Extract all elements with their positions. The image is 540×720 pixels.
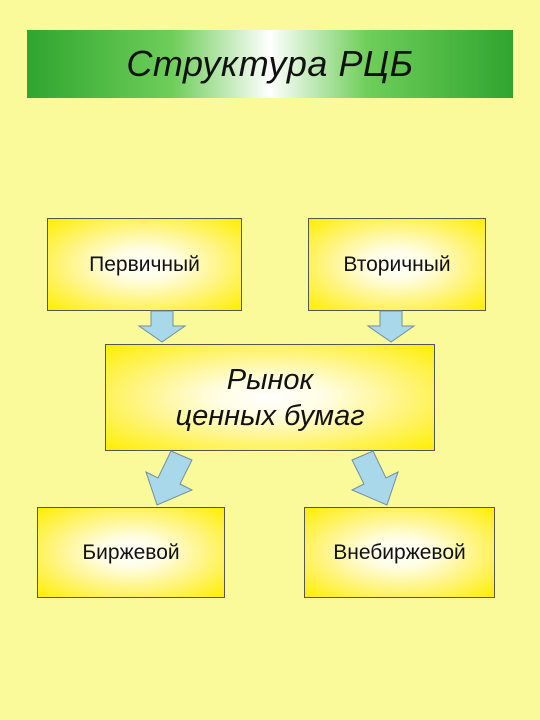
secondary-market-label: Вторичный (343, 252, 451, 276)
otc-market-box: Внебиржевой (304, 507, 495, 598)
arrow-secondary-to-market (366, 310, 416, 343)
securities-market-box: Рынок ценных бумаг (105, 344, 435, 451)
title-banner: Структура РЦБ (27, 30, 513, 98)
exchange-market-label: Биржевой (82, 540, 180, 564)
arrow-market-to-exchange (145, 450, 194, 506)
arrow-market-to-otc (350, 450, 399, 506)
arrow-primary-to-market (137, 310, 187, 343)
primary-market-box: Первичный (47, 218, 242, 311)
slide-title: Структура РЦБ (126, 43, 414, 84)
secondary-market-box: Вторичный (308, 218, 486, 311)
primary-market-label: Первичный (89, 252, 200, 276)
securities-market-label-line2: ценных бумаг (175, 399, 365, 432)
exchange-market-box: Биржевой (37, 507, 225, 598)
otc-market-label: Внебиржевой (333, 540, 466, 564)
securities-market-label-line1: Рынок (226, 363, 314, 396)
